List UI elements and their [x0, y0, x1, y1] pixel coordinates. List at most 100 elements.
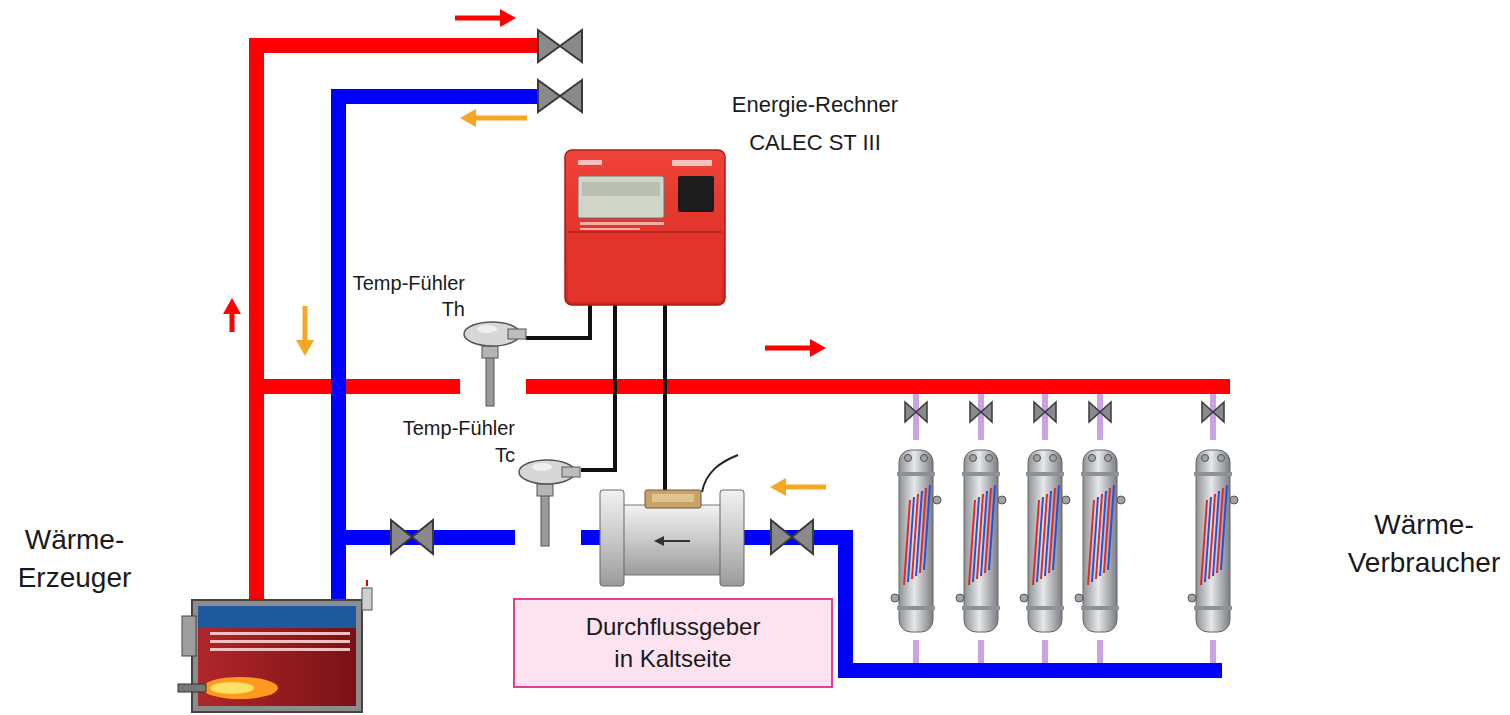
flow-arrow [223, 9, 826, 496]
temperature-sensor [477, 325, 497, 333]
flow-arrow [770, 478, 786, 496]
valve-symbol [792, 520, 813, 554]
temperature-sensor [482, 346, 498, 358]
heat-exchanger [1020, 594, 1028, 602]
small-valve-symbol [905, 402, 916, 422]
heat-exchanger [1194, 472, 1232, 476]
heat-exchanger [1089, 455, 1096, 462]
valve-symbol [560, 30, 582, 62]
boiler [198, 606, 356, 706]
boiler [210, 640, 350, 643]
flow-meter [620, 505, 724, 575]
heat-exchanger [1050, 455, 1057, 462]
energy-computer [578, 160, 602, 165]
branch-line [978, 394, 984, 440]
heat-exchanger [1074, 440, 1126, 640]
branch-line [978, 640, 984, 663]
heat-exchanger [956, 594, 964, 602]
heat-exchanger [1081, 606, 1119, 610]
boiler [178, 684, 206, 692]
heat-exchanger [1019, 440, 1071, 640]
heat-exchanger [890, 440, 1239, 640]
flow-arrow [296, 340, 314, 356]
heat-exchanger [962, 472, 1000, 476]
flow-arrow [303, 306, 308, 342]
small-valve-symbol [1202, 402, 1213, 422]
flow-arrow [230, 312, 235, 332]
heat-exchanger [964, 450, 998, 632]
energy-computer [672, 160, 712, 166]
heat-exchanger [1075, 594, 1083, 602]
heat-exchanger [1028, 450, 1062, 632]
valve-symbol [391, 520, 412, 554]
heat-exchanger [891, 594, 899, 602]
flow-arrow [765, 346, 813, 351]
heat-exchanger [1218, 455, 1225, 462]
heat-exchanger [1230, 496, 1238, 504]
heat-exchanger [1034, 455, 1041, 462]
temperature-sensor [460, 318, 526, 410]
heat-exchanger [1026, 472, 1064, 476]
flow-arrow [474, 116, 527, 121]
callout-box: Durchflussgeber in Kaltseite [513, 598, 833, 688]
flow-arrow [500, 9, 516, 27]
heat-exchanger [989, 485, 995, 570]
side-label: Wärme- Erzeuger [12, 521, 137, 597]
energy-computer [568, 232, 722, 302]
side-label: Wärme- Verbraucher [1345, 506, 1503, 582]
flow-meter [645, 490, 701, 508]
heat-exchanger [1117, 496, 1125, 504]
heat-exchanger [1108, 485, 1114, 570]
heat-exchanger [1083, 450, 1117, 632]
branch-line [1210, 394, 1216, 440]
branch-line [913, 640, 919, 663]
branch-line [913, 394, 919, 440]
sensor-label: Temp-Fühler Tc [390, 415, 515, 469]
flow-meter [652, 494, 694, 502]
boiler [192, 600, 362, 712]
energy-computer [565, 150, 725, 305]
energy-computer [578, 176, 664, 218]
heat-exchanger [1105, 455, 1112, 462]
energy-computer [565, 150, 725, 305]
flow-arrow [460, 109, 476, 127]
temperature-sensor [532, 463, 552, 471]
boiler [210, 648, 350, 651]
valve-symbol [412, 520, 433, 554]
signal-wire [524, 303, 590, 338]
branch-line [1042, 640, 1048, 663]
supply-pipe [249, 38, 541, 53]
heat-exchanger [962, 606, 1000, 610]
branch-line [1097, 394, 1103, 440]
heat-exchanger [897, 472, 935, 476]
temperature-sensor [508, 329, 526, 339]
small-valve-symbol [1100, 402, 1111, 422]
heat-exchanger [899, 450, 933, 632]
branch-line [913, 394, 1216, 663]
flow-arrow [223, 298, 241, 314]
heat-exchanger [933, 496, 941, 504]
signal-wire [524, 303, 665, 492]
small-valve-symbol [1089, 402, 1100, 422]
valve-symbol [538, 30, 560, 62]
flow-meter [720, 490, 744, 586]
signal-wire [663, 303, 667, 492]
boiler [210, 682, 254, 694]
heat-exchanger [1187, 440, 1239, 640]
branch-line [1042, 394, 1048, 440]
branch-line [1097, 640, 1103, 663]
return-pipe [331, 89, 541, 104]
heat-exchanger [1026, 606, 1064, 610]
small-valve-symbol [1045, 402, 1056, 422]
return-pipe [838, 663, 1222, 678]
flow-meter [660, 540, 690, 542]
heat-exchanger [1188, 594, 1196, 602]
valve-symbol [771, 520, 792, 554]
antenna-cable [702, 455, 738, 492]
heat-exchanger [1062, 496, 1070, 504]
sensor-label: Temp-Fühler Th [340, 270, 465, 322]
flow-meter [600, 490, 624, 586]
boiler [198, 606, 356, 628]
return-pipe [838, 530, 853, 678]
heat-exchanger [986, 455, 993, 462]
